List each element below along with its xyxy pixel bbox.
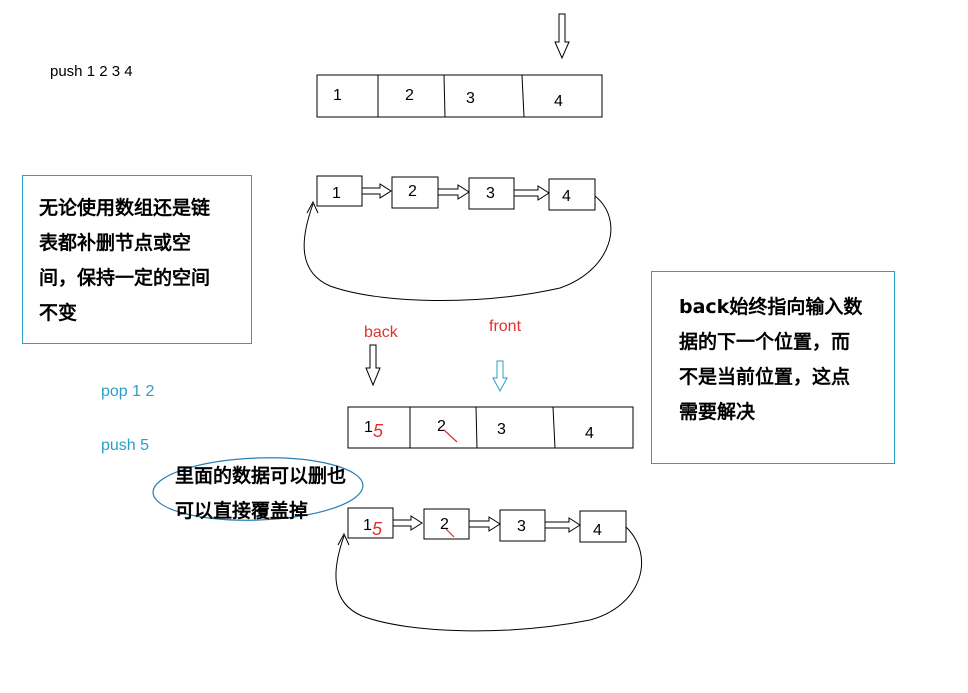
back-pointer-arrow (365, 344, 381, 387)
array-bottom-divider (475, 406, 478, 449)
note-left-line: 间，保持一定的空间 (39, 267, 211, 289)
array-top-frame (316, 74, 603, 118)
link-arrow (392, 515, 423, 531)
push-label: push 1 2 3 4 (50, 63, 133, 80)
link-arrow (361, 183, 392, 199)
back-label: back (364, 324, 398, 341)
array-top-divider (443, 74, 446, 118)
pop-label: pop 1 2 (101, 383, 155, 400)
link-arrow (468, 516, 501, 532)
array-bottom-cell: 4 (585, 425, 594, 442)
array-bottom-frame (347, 406, 634, 449)
loop-back-arrowhead (337, 532, 350, 546)
strike-mark (445, 528, 455, 538)
link-arrow (544, 517, 581, 533)
array-bottom-cell: 1 (364, 419, 373, 436)
circled-note-outline (152, 457, 364, 521)
list-top-node (548, 178, 596, 211)
array-bottom: 1 5 2 3 4 (347, 406, 634, 449)
note-left-line: 表都补删节点或空 (39, 232, 192, 254)
note-right-line: 据的下一个位置，而 (679, 331, 851, 353)
circled-note-line: 里面的数据可以删也 (175, 465, 347, 487)
note-box-right: back始终指向输入数 据的下一个位置，而 不是当前位置，这点 需要解决 (651, 271, 895, 464)
front-pointer-arrow (492, 360, 508, 393)
list-bottom-node-value: 3 (517, 518, 526, 535)
list-top-node-value: 3 (486, 185, 495, 202)
top-down-arrow (554, 13, 570, 60)
front-label: front (489, 318, 522, 335)
loop-back-arrow (303, 195, 612, 301)
loop-back-arrowhead (306, 200, 319, 214)
list-top-node-value: 4 (562, 188, 571, 205)
array-bottom-overwrite-mark: 5 (373, 421, 384, 441)
list-bottom-node (579, 510, 627, 543)
array-top-divider (521, 74, 525, 118)
note-left-line: 不变 (39, 302, 78, 324)
list-bottom-node-value: 2 (440, 516, 449, 533)
list-top-node-value: 1 (332, 185, 341, 202)
array-top-cell: 4 (554, 93, 563, 110)
circled-note: 里面的数据可以删也 可以直接覆盖掉 (175, 459, 346, 529)
array-top: 1 2 3 4 (316, 74, 603, 118)
note-left-line: 无论使用数组还是链 (39, 197, 211, 219)
list-bottom-node-value: 1 (363, 517, 372, 534)
push5-label: push 5 (101, 437, 150, 454)
loop-back-arrow (335, 526, 642, 632)
array-top-cell: 3 (466, 90, 475, 107)
note-right-line: 不是当前位置，这点 (679, 366, 851, 388)
list-bottom-overwrite-mark: 5 (372, 519, 383, 539)
array-top-cell: 2 (405, 87, 414, 104)
note-right-line: back始终指向输入数 (679, 296, 863, 318)
circled-note-line: 可以直接覆盖掉 (175, 500, 309, 522)
linked-list-top: 1 2 3 4 (303, 175, 612, 301)
array-bottom-cell: 2 (437, 418, 446, 435)
list-top-node-value: 2 (408, 183, 417, 200)
array-bottom-cell: 3 (497, 421, 506, 438)
note-box-left: 无论使用数组还是链 表都补删节点或空 间，保持一定的空间 不变 (22, 175, 252, 344)
link-arrow (437, 184, 470, 200)
strike-mark (443, 429, 458, 443)
note-right-line: 需要解决 (679, 401, 756, 423)
list-bottom-node-value: 4 (593, 522, 602, 539)
array-top-cell: 1 (333, 87, 342, 104)
linked-list-bottom: 1 5 2 3 4 (335, 507, 642, 632)
link-arrow (513, 185, 550, 201)
array-bottom-divider (552, 406, 556, 449)
